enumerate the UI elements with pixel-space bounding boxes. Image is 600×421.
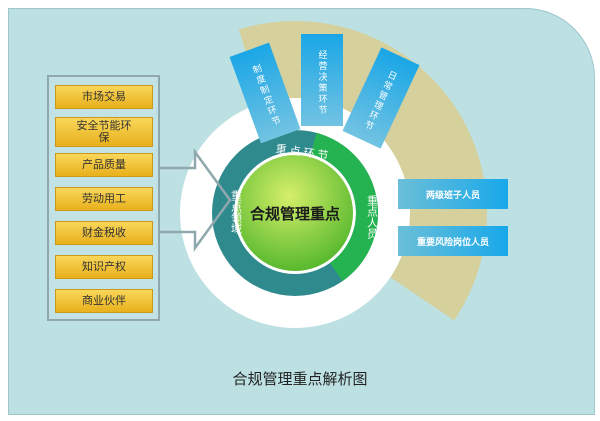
center-label: 合规管理重点 [249,205,340,223]
area-item: 安全节能环保 [55,117,153,147]
area-item: 财金税收 [55,221,153,245]
people-box: 两级班子人员 [398,179,508,209]
ring-label-right: 重点人员 [366,194,379,240]
diagram-title: 合规管理重点解析图 [232,370,368,388]
area-item: 产品质量 [55,153,153,177]
area-item: 劳动用工 [55,187,153,211]
link-box: 经营决策环节 [301,34,343,126]
green-ring-segment [310,132,378,281]
center-circle [237,155,353,271]
area-item: 商业伙伴 [55,289,153,313]
arrow-outline [160,148,232,252]
area-item: 市场交易 [55,85,153,109]
key-areas-list: 市场交易 安全节能环保 产品质量 劳动用工 财金税收 知识产权 商业伙伴 [47,75,160,321]
ring-label-left: 重点领域 [230,189,243,234]
people-box: 重要风险岗位人员 [398,226,508,256]
area-item: 知识产权 [55,255,153,279]
